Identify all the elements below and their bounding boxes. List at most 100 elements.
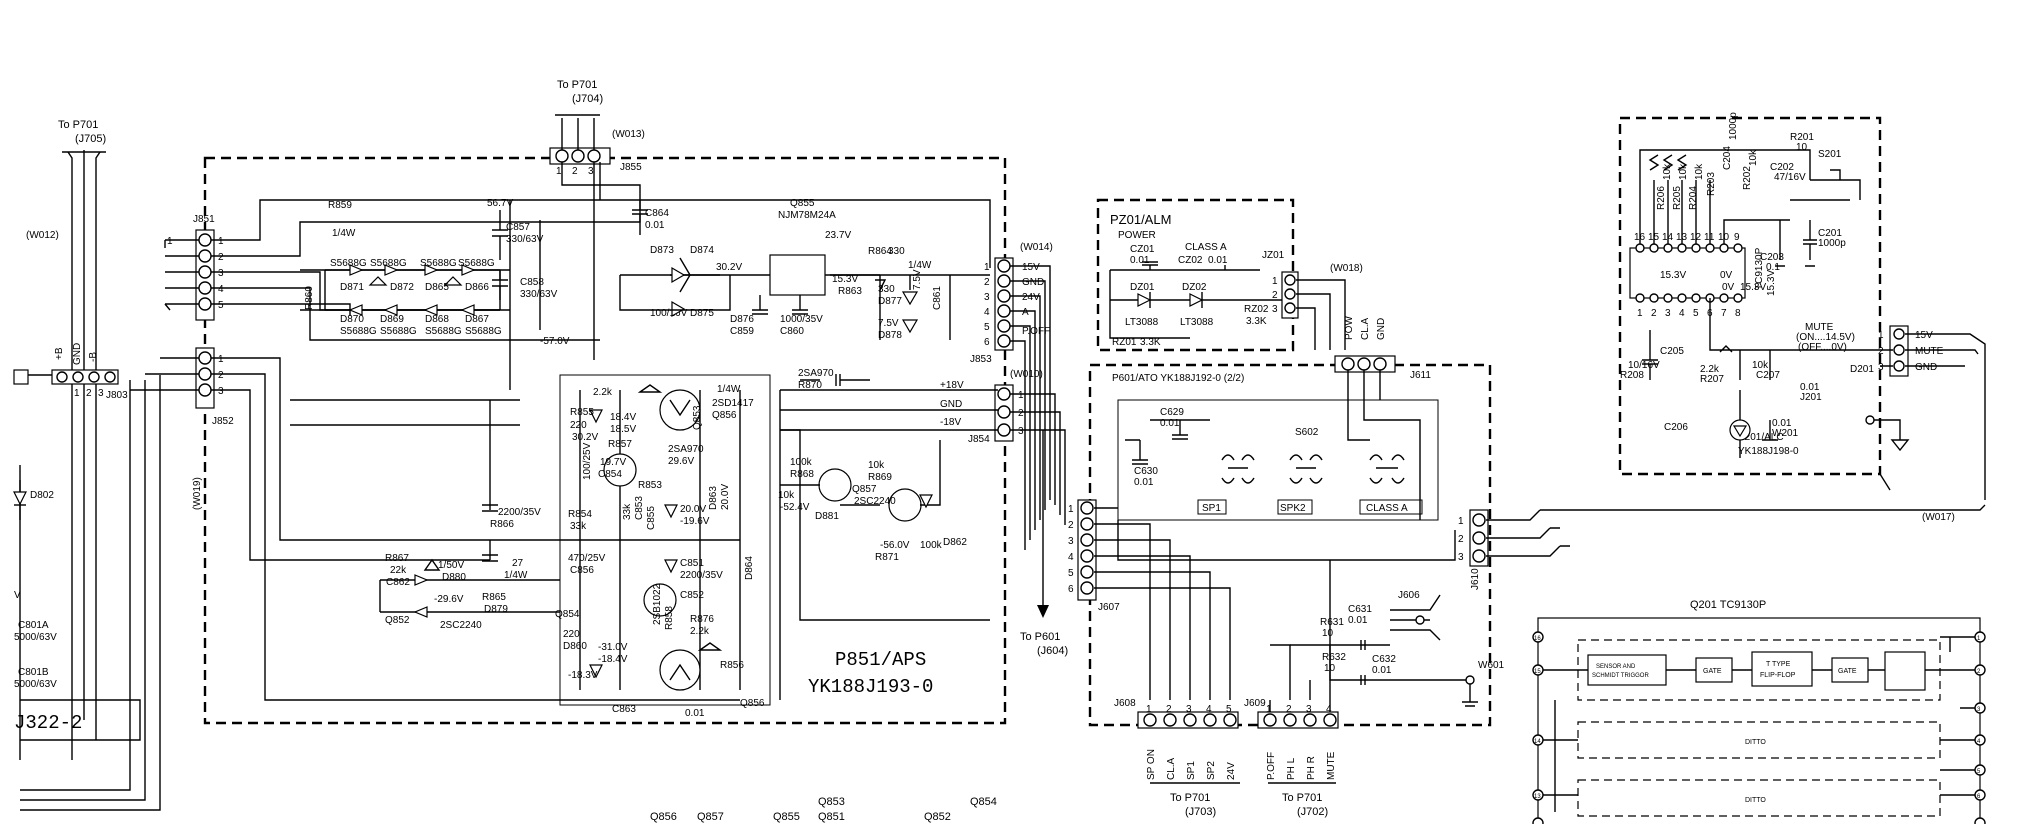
svg-text:CZ02: CZ02 [1178, 255, 1203, 266]
svg-text:R865: R865 [482, 592, 506, 603]
svg-text:5: 5 [1068, 568, 1074, 579]
svg-text:S5688G: S5688G [330, 258, 367, 269]
svg-text:R860: R860 [304, 286, 315, 310]
svg-text:D872: D872 [390, 282, 414, 293]
svg-text:C859: C859 [730, 326, 754, 337]
svg-text:R206: R206 [1656, 186, 1667, 210]
svg-text:S5688G: S5688G [458, 258, 495, 269]
svg-text:14: 14 [1534, 739, 1541, 745]
svg-text:R632: R632 [1322, 652, 1346, 663]
svg-text:1: 1 [1068, 504, 1074, 515]
svg-text:1/4W: 1/4W [504, 570, 528, 581]
svg-text:5: 5 [984, 322, 990, 333]
aps-board: P851/APS YK188J193-0 1 2 3 J855 J851 1 2… [130, 114, 1066, 725]
svg-text:10k: 10k [1748, 149, 1759, 166]
svg-text:Q852: Q852 [924, 811, 951, 823]
svg-text:D868: D868 [425, 314, 449, 325]
svg-text:C632: C632 [1372, 654, 1396, 665]
svg-text:C205: C205 [1660, 346, 1684, 357]
svg-text:10: 10 [1322, 628, 1334, 639]
svg-text:1: 1 [1878, 330, 1884, 341]
svg-text:D879: D879 [484, 604, 508, 615]
svg-text:R205: R205 [1672, 186, 1683, 210]
j201-signal-mute: MUTE [1915, 346, 1944, 357]
r859-label: R859 [328, 200, 352, 211]
svg-text:100/16V: 100/16V [650, 308, 688, 319]
svg-text:D869: D869 [380, 314, 404, 325]
jack-j610-label: J610 [1470, 568, 1481, 590]
svg-text:JZ01: JZ01 [1262, 250, 1285, 261]
svg-text:C854: C854 [598, 469, 622, 480]
svg-text:-56.0V: -56.0V [880, 540, 910, 551]
svg-text:D864: D864 [744, 556, 755, 580]
aps-board-title: P851/APS [835, 649, 926, 671]
svg-text:Q853: Q853 [818, 796, 845, 808]
svg-text:C860: C860 [780, 326, 804, 337]
svg-text:J201: J201 [1800, 392, 1822, 403]
svg-text:3.3K: 3.3K [1140, 337, 1161, 348]
svg-text:S5688G: S5688G [420, 258, 457, 269]
svg-text:1: 1 [218, 354, 224, 365]
svg-text:0.1: 0.1 [1766, 262, 1780, 273]
svg-text:C863: C863 [612, 704, 636, 715]
svg-text:R864: R864 [868, 246, 892, 257]
w014-signal-p-off: P.OFF [1022, 326, 1050, 337]
svg-text:3: 3 [1068, 536, 1074, 547]
w010-signal-18v-neg: -18V [940, 417, 961, 428]
left-conn-label-b-plus: +B [54, 347, 65, 360]
svg-text:10k: 10k [778, 490, 795, 501]
svg-text:1/4W: 1/4W [717, 384, 741, 395]
svg-text:CZ01: CZ01 [1130, 244, 1155, 255]
cap-c801b-label: C801B [18, 667, 49, 678]
svg-text:R203: R203 [1706, 172, 1717, 196]
svg-text:R868: R868 [790, 469, 814, 480]
svg-text:56.7V: 56.7V [487, 198, 513, 209]
svg-text:5: 5 [1226, 704, 1232, 715]
svg-text:7.5V: 7.5V [878, 318, 899, 329]
svg-text:D875: D875 [690, 308, 714, 319]
svg-text:29.6V: 29.6V [668, 456, 694, 467]
svg-text:RZ02: RZ02 [1244, 304, 1269, 315]
j609-signal-ph-r: PH R [1306, 756, 1317, 780]
left-conn-label-b-minus: -B [88, 352, 99, 362]
svg-text:6: 6 [984, 337, 990, 348]
jack-j851-label: J851 [193, 214, 215, 225]
svg-text:1: 1 [1977, 636, 1981, 642]
svg-text:4: 4 [218, 284, 224, 295]
svg-text:0.01: 0.01 [1134, 477, 1154, 488]
svg-text:FLIP-FLOP: FLIP-FLOP [1760, 672, 1796, 679]
svg-text:(J703): (J703) [1185, 806, 1216, 818]
svg-text:3: 3 [1665, 308, 1671, 319]
svg-text:2: 2 [218, 370, 224, 381]
j611-signal-cla: CL.A [1360, 317, 1371, 340]
svg-text:C204: C204 [1722, 146, 1733, 170]
svg-text:-31.0V: -31.0V [598, 642, 628, 653]
ref-p701-j705: To P701 (J705) [58, 119, 106, 145]
j608-signal-24v: 24V [1226, 762, 1237, 780]
svg-text:C853: C853 [634, 496, 645, 520]
svg-text:C862: C862 [386, 577, 410, 588]
svg-text:0.01: 0.01 [1372, 665, 1392, 676]
cap-c801b-value: 5000/63V [14, 679, 57, 690]
left-conn-label-gnd: GND [72, 343, 83, 365]
svg-text:D871: D871 [340, 282, 364, 293]
svg-text:10k: 10k [1694, 163, 1705, 180]
svg-text:-29.6V: -29.6V [434, 594, 464, 605]
svg-text:C631: C631 [1348, 604, 1372, 615]
svg-text:R201: R201 [1790, 132, 1814, 143]
svg-text:S5688G: S5688G [370, 258, 407, 269]
svg-text:S5688G: S5688G [465, 326, 502, 337]
svg-text:330/63V: 330/63V [506, 234, 544, 245]
switch-s201-label: S201 [1818, 149, 1842, 160]
svg-text:30.2V: 30.2V [716, 262, 742, 273]
svg-text:-52.4V: -52.4V [780, 502, 810, 513]
wire-label-w012: (W012) [26, 230, 59, 241]
svg-text:(J705): (J705) [75, 133, 106, 145]
svg-text:Q853: Q853 [692, 405, 703, 430]
svg-text:C203: C203 [1760, 252, 1784, 263]
svg-text:To P601: To P601 [1020, 631, 1060, 643]
svg-text:100/25V: 100/25V [582, 442, 593, 480]
svg-text:R863: R863 [838, 286, 862, 297]
svg-text:R869: R869 [868, 472, 892, 483]
svg-text:18.5V: 18.5V [610, 424, 636, 435]
